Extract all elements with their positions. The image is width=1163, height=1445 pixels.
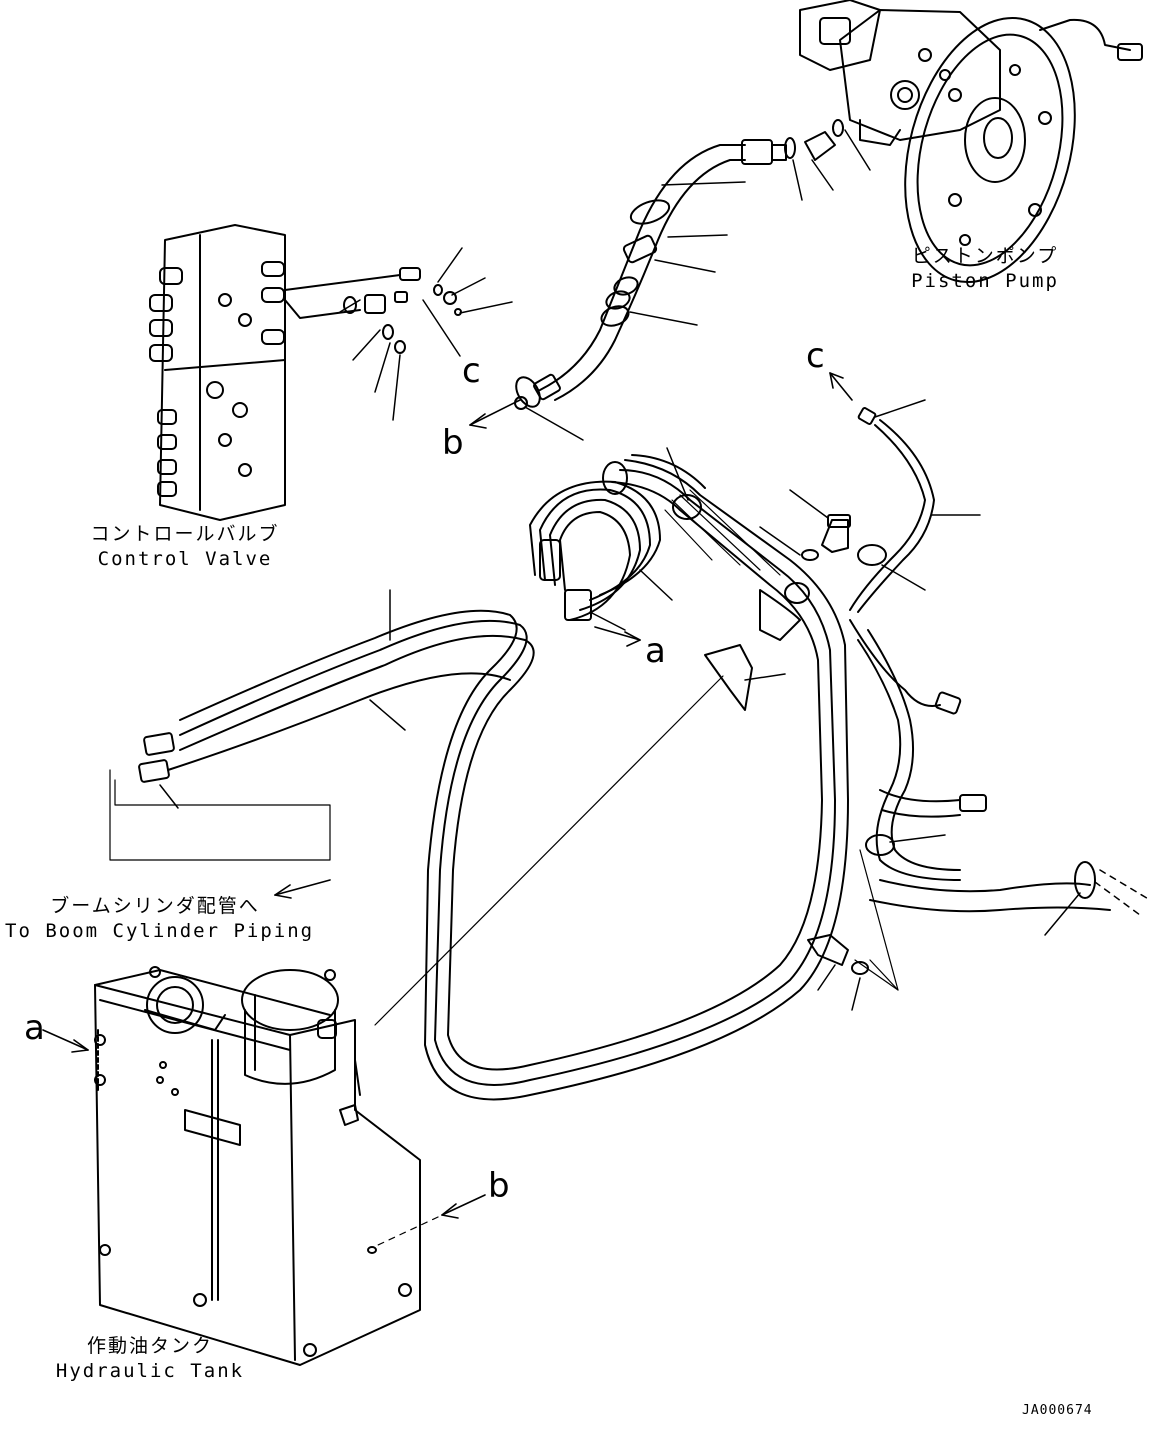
pump-leaders [524, 129, 871, 441]
piston-pump-label-en: Piston Pump [911, 270, 1059, 292]
clamp-bracket [374, 447, 851, 1026]
boom-cylinder-label-en: To Boom Cylinder Piping [5, 920, 315, 942]
hydraulic-tank-label-jp: 作動油タンク [86, 1335, 213, 1357]
hose-bundle [138, 454, 849, 1101]
callout-a-hoses: a [645, 631, 666, 671]
hydraulic-tank [94, 966, 421, 1366]
right-hoses [849, 619, 1151, 991]
drawing-code: JA000674 [1022, 1403, 1093, 1418]
bolt-washer [807, 934, 869, 1011]
callout-c-valve: c [462, 351, 481, 391]
piston-pump [799, 0, 1143, 284]
callout-b-tank: b [488, 1166, 510, 1206]
control-valve-label-en: Control Valve [97, 548, 273, 570]
pilot-line-c [849, 399, 981, 613]
callout-b-pump: b [442, 423, 464, 463]
control-valve-label-jp: コントロールバルブ [90, 523, 280, 545]
pump-suction-hose [514, 119, 844, 410]
control-valve [149, 224, 462, 521]
valve-leaders [339, 247, 513, 421]
hydraulic-tank-label-en: Hydraulic Tank [55, 1360, 245, 1382]
reference-arrows [42, 372, 853, 1246]
callout-a-tank: a [24, 1008, 45, 1048]
small-hoses [529, 480, 673, 631]
callout-c-line: c [806, 336, 825, 376]
boom-cylinder-label-jp: ブームシリンダ配管へ [50, 895, 260, 917]
piston-pump-label-jp: ピストンポンプ [911, 245, 1059, 267]
